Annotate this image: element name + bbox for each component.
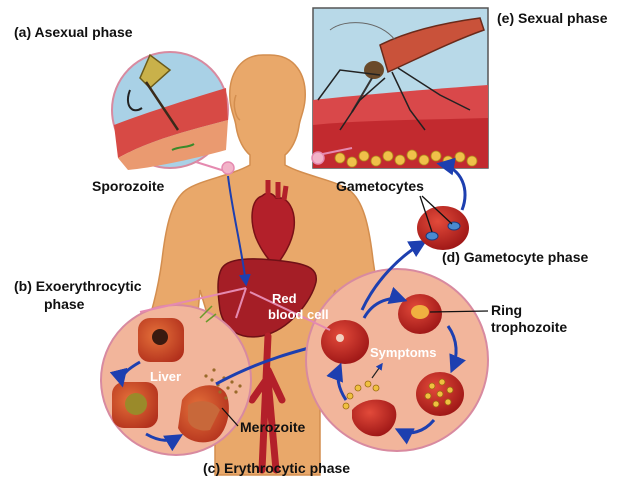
label-ring-trophozoite-line2: trophozoite <box>491 319 567 335</box>
label-merozoite: Merozoite <box>240 419 306 435</box>
label-gametocyte-phase: (d) Gametocyte phase <box>442 249 588 265</box>
label-red-blood-cell-line1: Red <box>272 291 297 306</box>
label-red-blood-cell-line2: blood cell <box>268 307 329 322</box>
feeding-site-marker <box>312 152 324 164</box>
label-sexual-phase: (e) Sexual phase <box>497 10 608 26</box>
gametocyte-cell <box>417 206 469 250</box>
label-liver: Liver <box>150 369 181 384</box>
arrow-gametocyte-to-mosquito <box>440 164 465 210</box>
label-ring-trophozoite-line1: Ring <box>491 302 522 318</box>
label-asexual-phase: (a) Asexual phase <box>14 24 133 40</box>
mosquito-feeding-inset <box>313 8 488 168</box>
rbc-infected <box>321 320 369 364</box>
bite-site-marker <box>222 162 234 174</box>
erythrocytic-inset <box>306 269 488 451</box>
label-exoerythrocytic-line2: phase <box>44 296 85 312</box>
label-sporozoite: Sporozoite <box>92 178 165 194</box>
mosquito-bite-inset <box>112 52 228 170</box>
label-erythrocytic-phase: (c) Erythrocytic phase <box>203 460 350 476</box>
label-gametocytes: Gametocytes <box>336 178 424 194</box>
label-symptoms: Symptoms <box>370 345 436 360</box>
label-exoerythrocytic-line1: (b) Exoerythrocytic <box>14 278 142 294</box>
